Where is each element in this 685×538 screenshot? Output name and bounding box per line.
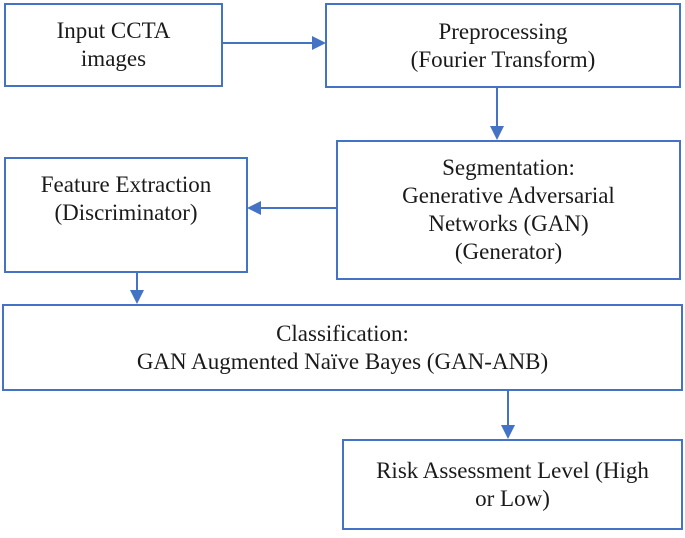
node-label-line: Generative Adversarial [402,183,615,208]
node-input-ccta-images: Input CCTA images [4,3,223,87]
node-risk-assessment-level: Risk Assessment Level (High or Low) [342,439,683,530]
node-label-line: Preprocessing [438,18,568,44]
arrow-segmentation-to-feature-extraction-line [261,207,336,209]
node-segmentation-gan-generator: Segmentation: Generative Adversarial Net… [336,140,681,280]
node-label-line: Networks (GAN) [428,211,589,236]
node-label-line: Feature Extraction [40,172,212,197]
node-label-line: Segmentation: [442,155,575,180]
node-feature-extraction-discriminator: Feature Extraction (Discriminator) [4,157,248,273]
node-label-line: Input CCTA [56,18,171,43]
node-preprocessing: Preprocessing (Fourier Transform) [325,3,681,88]
node-label-line: Classification: [276,320,409,346]
arrow-feature-extraction-to-classification-head-icon [130,290,144,304]
node-label-line: GAN Augmented Naïve Bayes (GAN-ANB) [136,348,549,374]
arrow-input-to-preprocessing-line [222,42,314,44]
node-classification-gan-anb: Classification: GAN Augmented Naïve Baye… [2,304,683,391]
arrow-classification-to-risk-head-icon [501,425,515,439]
node-label-line: or Low) [475,485,550,511]
arrow-preprocessing-to-segmentation-head-icon [490,126,504,140]
node-label-line: (Fourier Transform) [410,46,596,72]
arrow-classification-to-risk-line [507,391,509,427]
node-label-line: (Generator) [454,239,563,264]
arrow-segmentation-to-feature-extraction-head-icon [247,201,261,215]
arrow-feature-extraction-to-classification-line [136,273,138,292]
node-label-line: Risk Assessment Level (High [376,457,649,483]
arrow-input-to-preprocessing-head-icon [312,36,326,50]
node-label-line: images [80,46,147,71]
node-label-line: (Discriminator) [54,200,198,225]
arrow-preprocessing-to-segmentation-line [496,88,498,128]
